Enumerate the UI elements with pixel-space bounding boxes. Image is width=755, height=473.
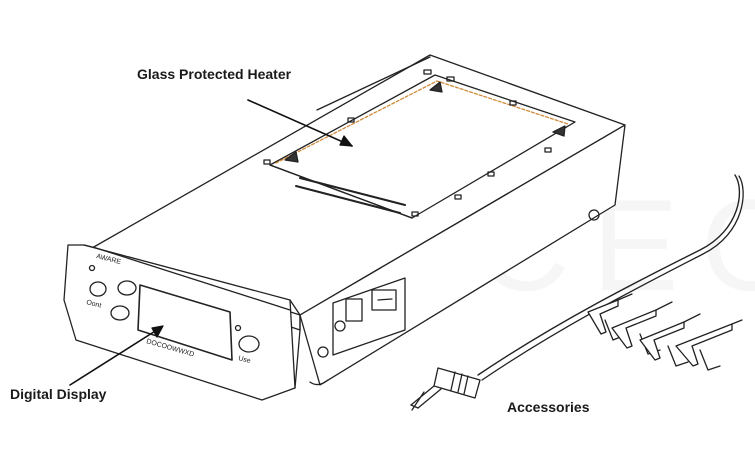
probe-cable <box>477 174 741 376</box>
heater-arrow <box>247 99 353 147</box>
heater-label: Glass Protected Heater <box>137 66 292 82</box>
button-right <box>238 335 260 353</box>
button-top-left <box>89 281 107 297</box>
probe-plug <box>433 367 481 399</box>
connector-panel <box>332 277 406 356</box>
display-label: Digital Display <box>10 386 107 402</box>
button-mid <box>117 280 137 296</box>
button-lower <box>110 305 130 321</box>
display-screen <box>137 284 233 361</box>
accessory-clips <box>587 293 743 371</box>
button-label-right: Use <box>238 355 252 365</box>
button-label-left: Oont <box>86 299 102 309</box>
display-arrow <box>69 327 161 386</box>
accessories-label: Accessories <box>507 399 590 415</box>
